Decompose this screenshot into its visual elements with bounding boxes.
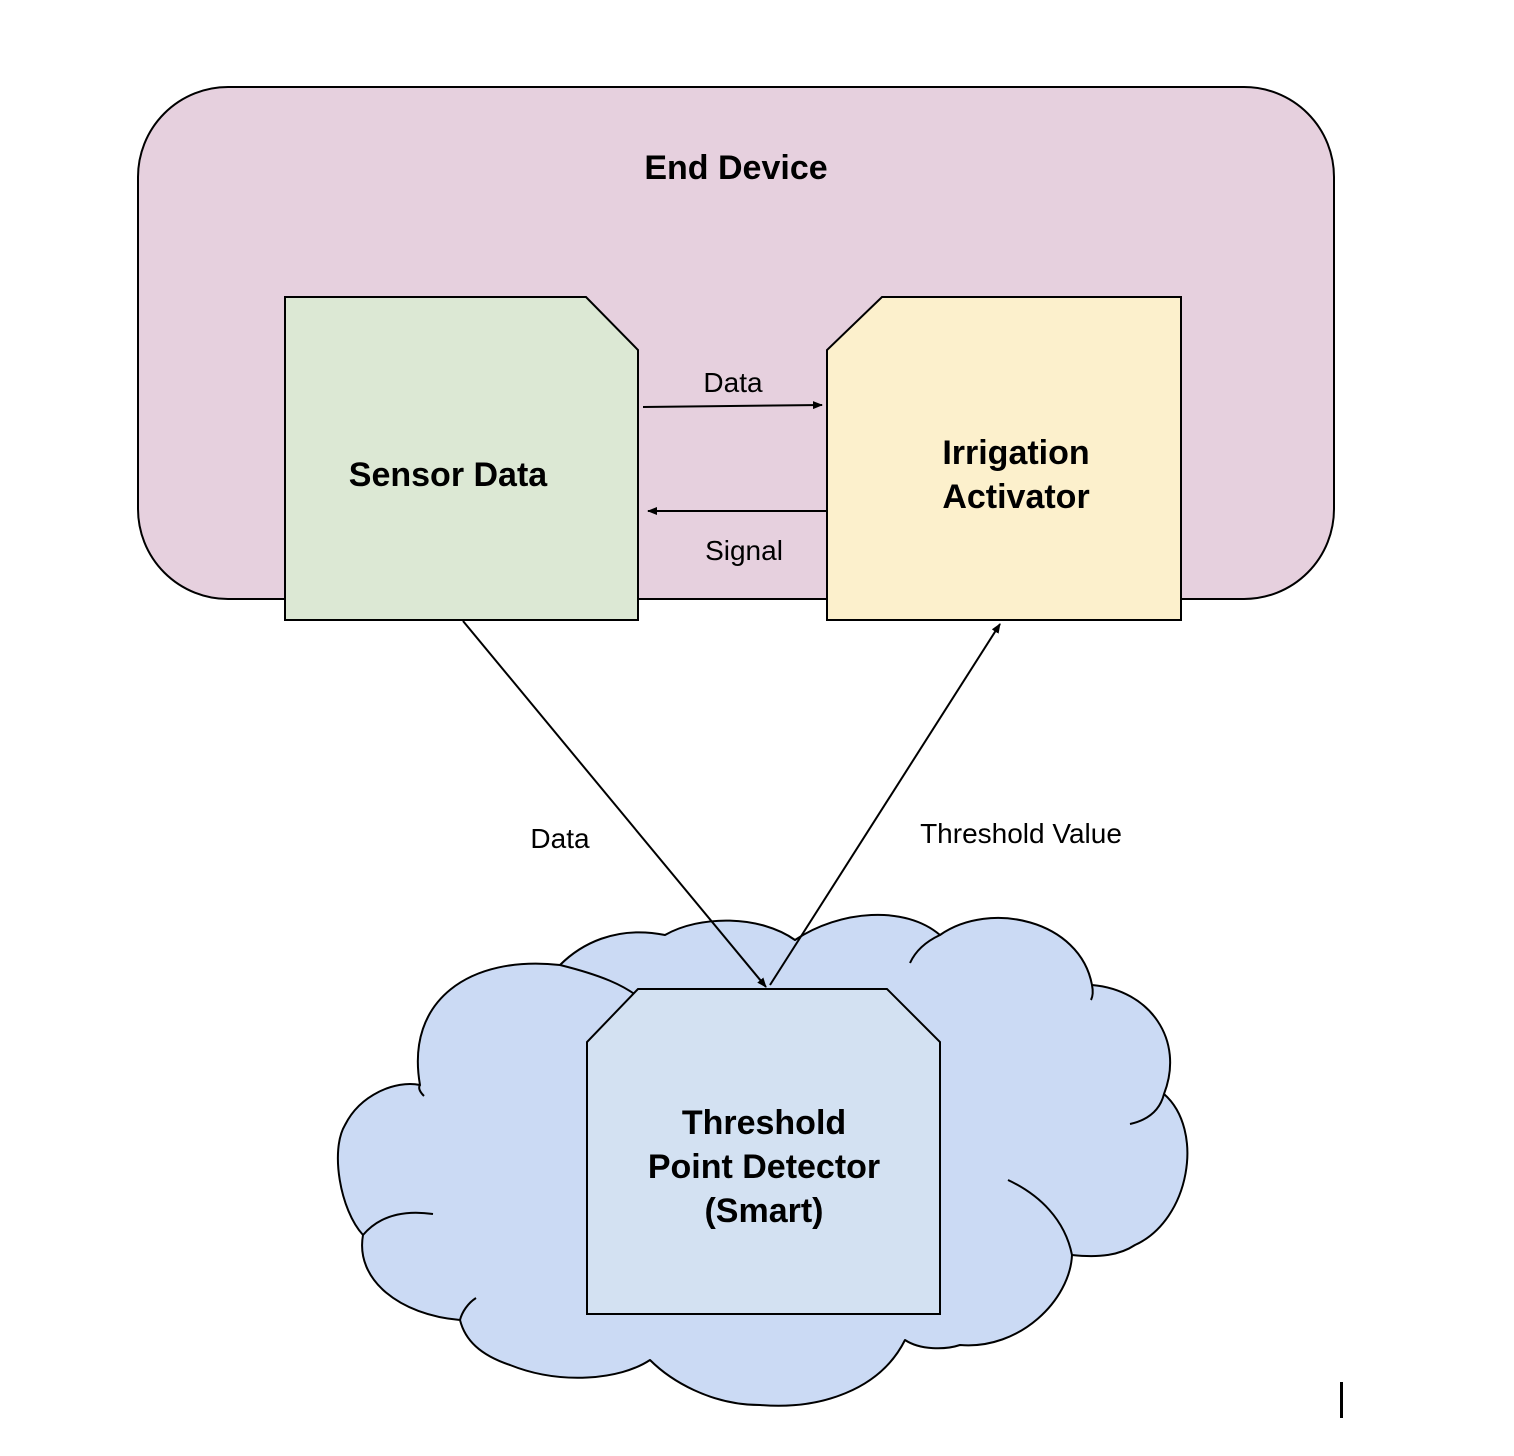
- cloud-lobe-line: [909, 934, 941, 964]
- edge-signal-label: Signal: [705, 535, 783, 566]
- cloud-lobe-line: [418, 1084, 425, 1097]
- irrigation-activator-shape[interactable]: [826, 296, 1182, 621]
- irrigation-activator-title-line1: Irrigation: [942, 434, 1089, 472]
- cloud-lobe-line: [459, 1297, 477, 1321]
- sensor-data-node[interactable]: Sensor Data: [284, 296, 639, 621]
- threshold-detector-title-line3: (Smart): [704, 1192, 823, 1230]
- irrigation-activator-title-line2: Activator: [942, 478, 1089, 516]
- edge-threshold-value: Threshold Value: [769, 623, 1122, 986]
- sensor-data-title: Sensor Data: [349, 456, 548, 494]
- threshold-detector-title-line1: Threshold: [682, 1104, 846, 1142]
- edge-data-top-arrow: [642, 401, 823, 410]
- edge-signal: Signal: [647, 507, 827, 566]
- threshold-detector-node[interactable]: Threshold Point Detector (Smart): [586, 988, 941, 1315]
- end-device-title: End Device: [644, 149, 827, 187]
- edge-data-bottom: Data: [462, 620, 767, 988]
- edge-data-top: Data: [642, 367, 823, 410]
- cloud-lobe-line: [1129, 1093, 1165, 1125]
- cloud-lobe-line: [1090, 984, 1094, 1001]
- edge-data-top-label: Data: [703, 367, 763, 398]
- sensor-data-shape[interactable]: [284, 296, 639, 621]
- text-cursor: [1340, 1382, 1343, 1418]
- edge-data-bottom-arrow: [462, 620, 767, 988]
- edge-threshold-value-arrow: [769, 623, 1001, 986]
- threshold-detector-shape[interactable]: [586, 988, 941, 1315]
- cloud-lobe-line: [1007, 1179, 1073, 1256]
- cloud-lobe-line: [362, 1211, 434, 1236]
- edge-data-bottom-label: Data: [530, 823, 590, 854]
- edge-threshold-value-label: Threshold Value: [920, 818, 1122, 849]
- threshold-detector-title-line2: Point Detector: [648, 1148, 880, 1186]
- irrigation-activator-node[interactable]: Irrigation Activator: [826, 296, 1182, 621]
